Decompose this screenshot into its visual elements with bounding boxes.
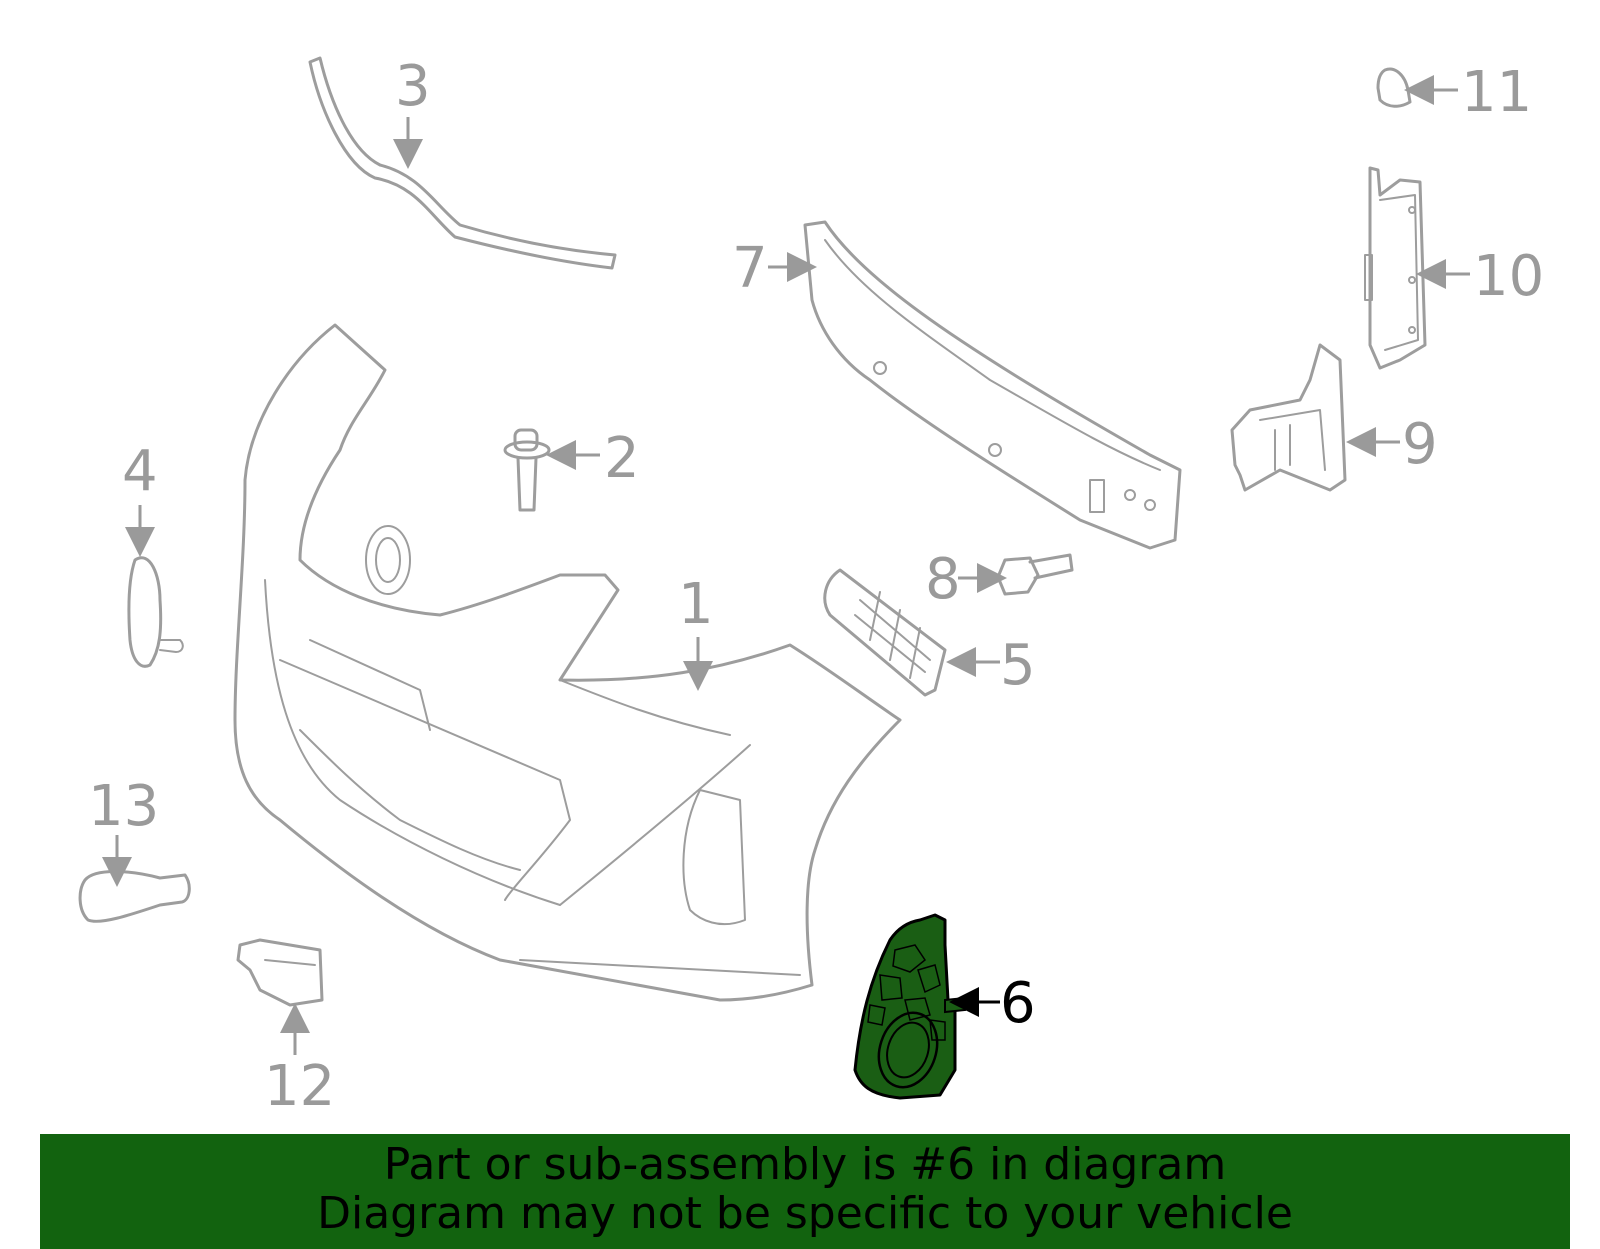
part-6-fog-lamp-cover [853, 913, 966, 1100]
part-8-bolt [996, 553, 1074, 596]
callout-4: 4 [122, 439, 158, 504]
callout-8: 8 [925, 547, 961, 612]
callout-2: 2 [604, 426, 640, 491]
part-7-reinforcement [803, 220, 1182, 550]
callout-12: 12 [264, 1054, 335, 1119]
callout-9: 9 [1402, 412, 1438, 477]
banner-line-2: Diagram may not be specific to your vehi… [317, 1188, 1293, 1239]
part-5-grille [823, 568, 947, 697]
part-4-bracket [127, 556, 184, 668]
callout-11: 11 [1461, 60, 1532, 125]
callout-1: 1 [678, 572, 714, 637]
callout-5: 5 [1000, 633, 1036, 698]
callout-3: 3 [395, 54, 431, 119]
part-12-bracket [236, 938, 324, 1007]
parts-diagram: 3 2 4 1 5 7 8 9 10 11 12 13 6 [78, 54, 1544, 1119]
leader-arrows [102, 75, 1470, 1055]
part-1-bumper-cover [233, 323, 902, 1002]
info-banner: Part or sub-assembly is #6 in diagram Di… [40, 1134, 1570, 1249]
callout-6: 6 [1000, 971, 1036, 1036]
part-10-bracket [1364, 166, 1427, 370]
callout-7: 7 [732, 236, 768, 301]
callout-10: 10 [1473, 244, 1544, 309]
part-9-bracket [1230, 343, 1347, 492]
part-11-nut [1376, 67, 1412, 108]
part-13-fastener [78, 870, 191, 923]
part-3-molding [308, 56, 617, 270]
part-2-clip [503, 428, 551, 512]
callout-13: 13 [88, 774, 159, 839]
banner-line-1: Part or sub-assembly is #6 in diagram [383, 1139, 1227, 1190]
